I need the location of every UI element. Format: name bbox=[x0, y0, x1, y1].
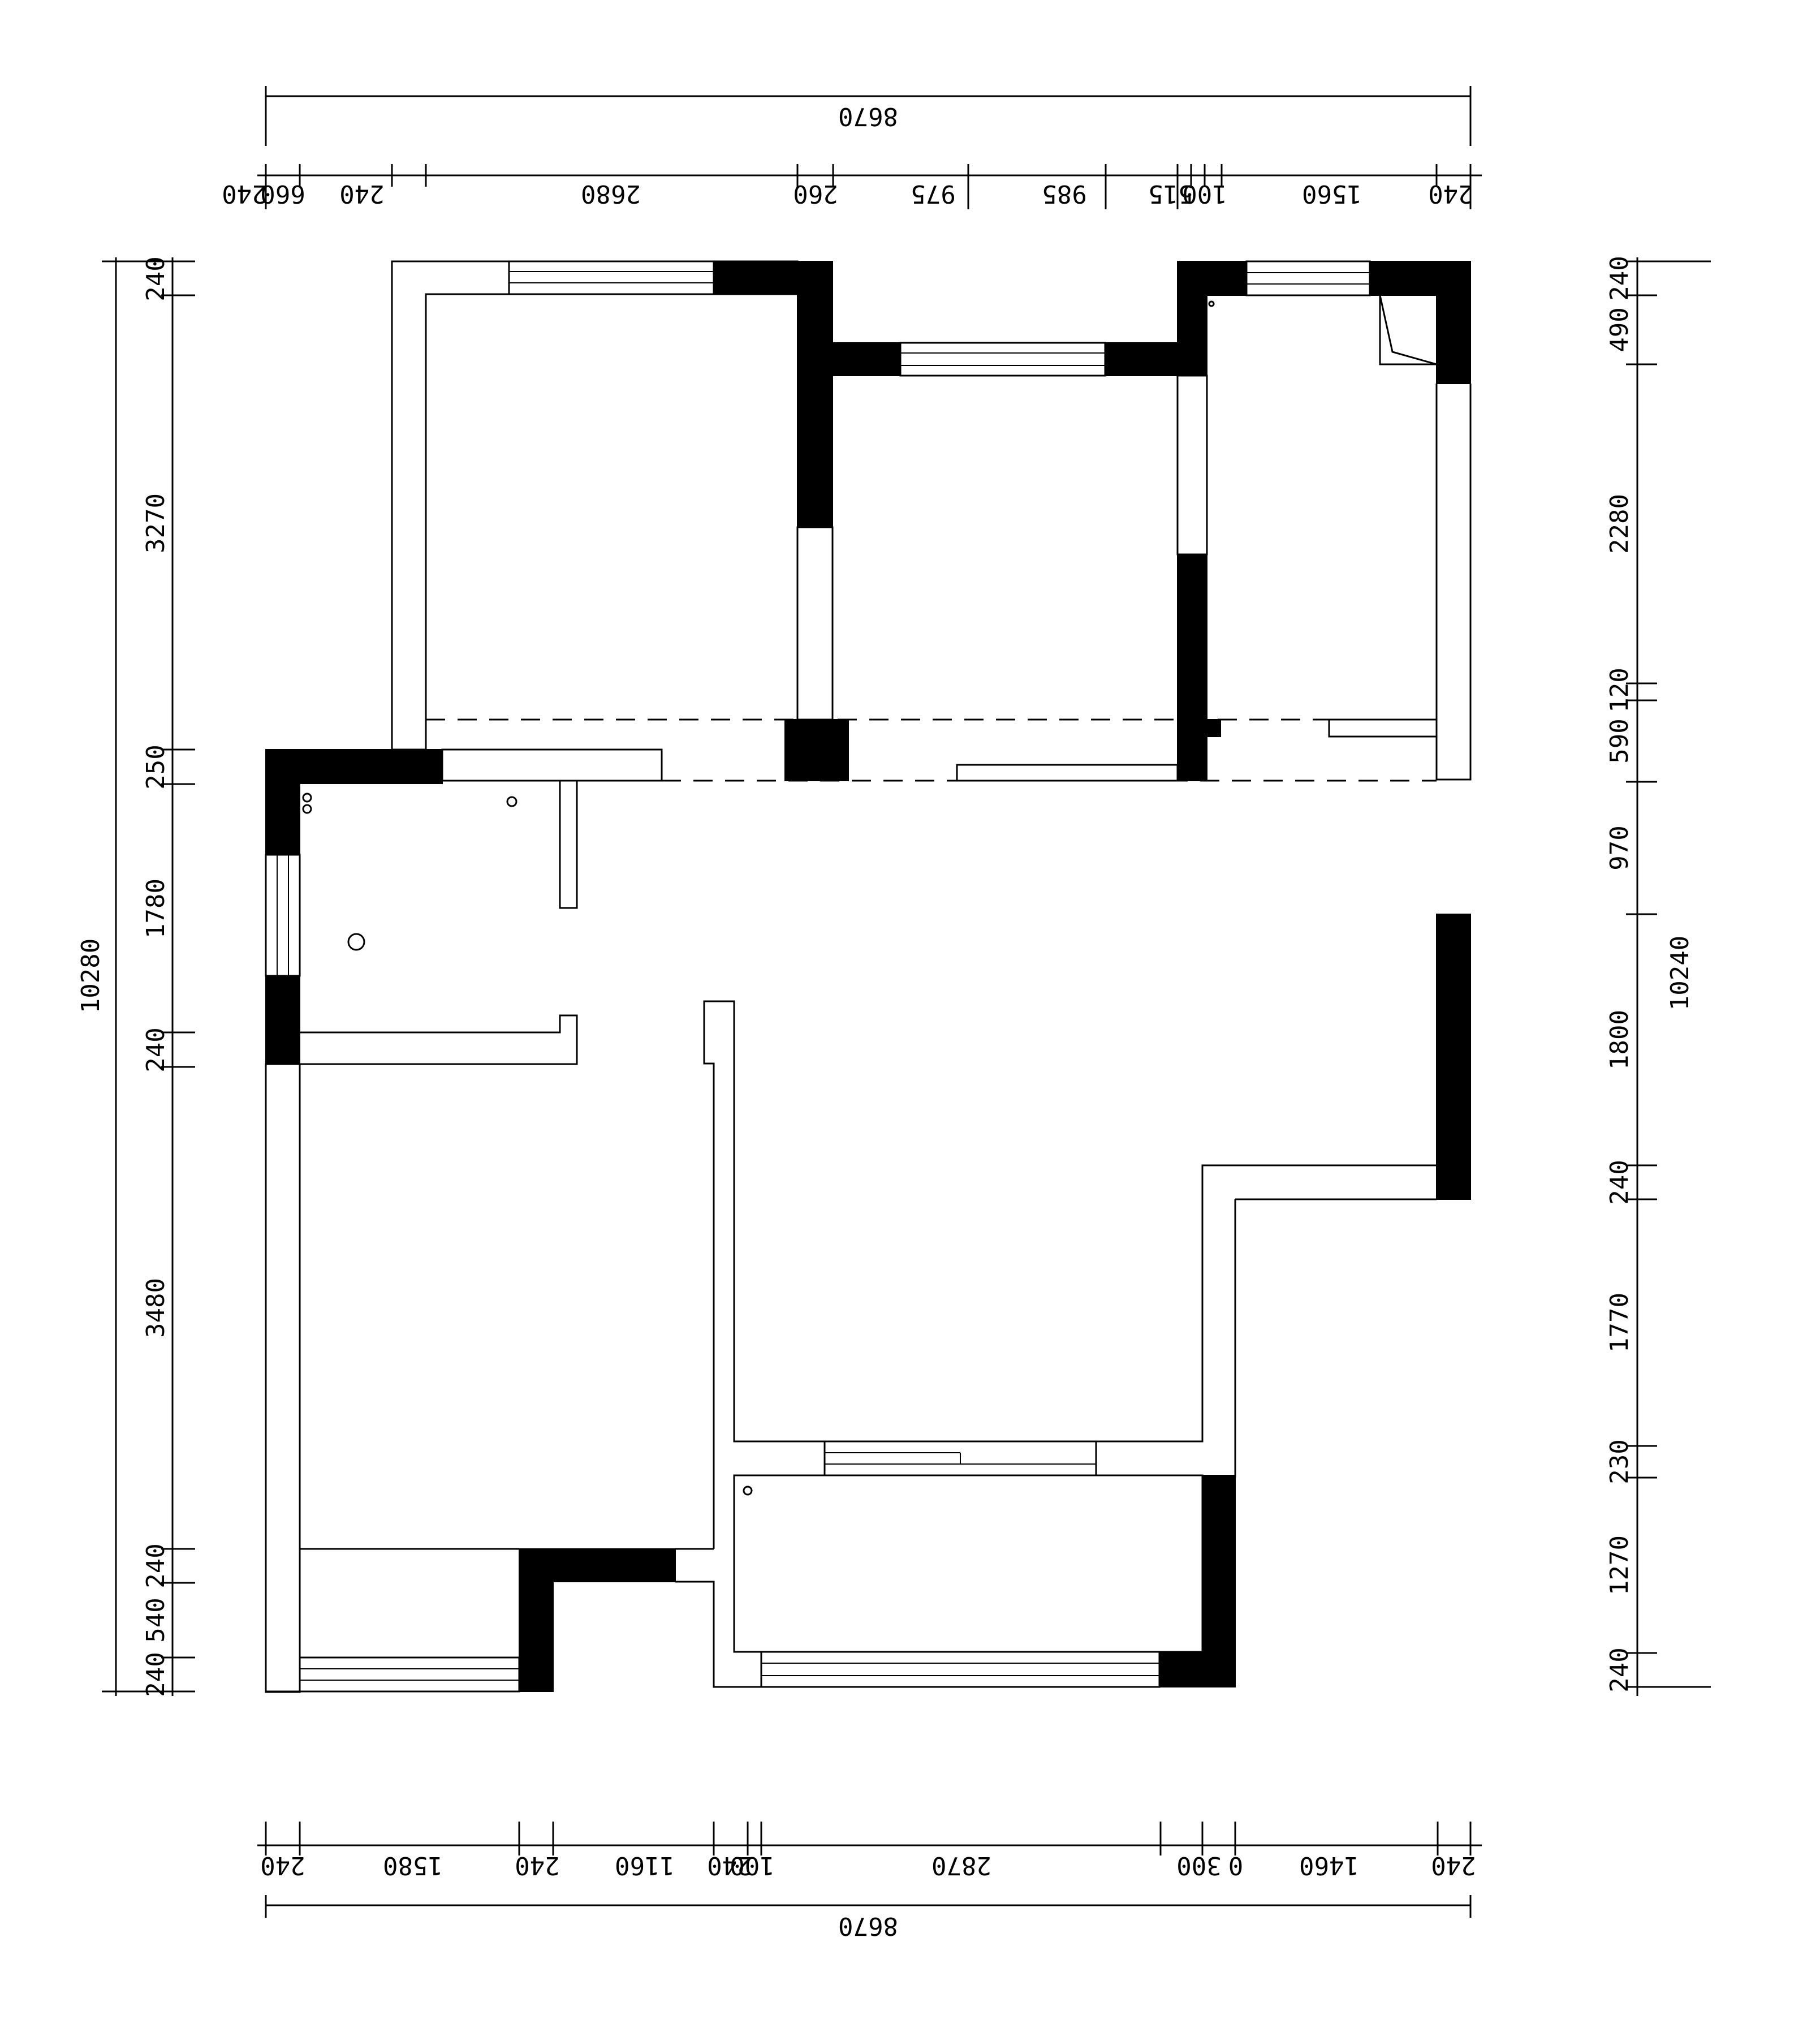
drain-marker bbox=[743, 1486, 753, 1496]
left-dim-3: 250 bbox=[141, 744, 170, 789]
bottom-total-dim: 8670 bbox=[838, 1912, 898, 1940]
right-total-dim: 10240 bbox=[1666, 936, 1694, 1010]
drain-marker bbox=[302, 793, 312, 803]
left-dim-7: 240 bbox=[141, 1543, 170, 1588]
drain-marker bbox=[506, 796, 517, 807]
left-dim-1: 240 bbox=[141, 256, 170, 301]
bottom-dim-9: 240 bbox=[515, 1851, 559, 1880]
left-dim-6: 3480 bbox=[141, 1278, 170, 1338]
left-dim-4: 1780 bbox=[141, 879, 170, 938]
bottom-dim-2: 1460 bbox=[1299, 1851, 1359, 1880]
top-dim-3: 100 bbox=[1182, 179, 1227, 208]
top-dim-1: 240 bbox=[1428, 179, 1473, 208]
top-dim-10: 660 bbox=[260, 179, 305, 208]
bottom-dim-10: 1580 bbox=[383, 1851, 443, 1880]
window-left bbox=[265, 854, 301, 977]
top-dim-11: 240 bbox=[222, 179, 266, 208]
top-dim-6: 975 bbox=[911, 179, 955, 208]
left-dim-5: 240 bbox=[141, 1027, 170, 1072]
top-dimension-chain: 8670 240 1560 100 515 985 975 260 bbox=[222, 86, 1482, 209]
right-dimension-chain: 10240 240 490 2280 120 590 970 1800 240 … bbox=[1605, 256, 1711, 1696]
bottom-dim-3: 0 bbox=[1228, 1851, 1244, 1880]
right-dim-6: 970 bbox=[1605, 825, 1634, 870]
window-bedroom-2 bbox=[899, 342, 1106, 377]
fixtures bbox=[302, 300, 1215, 1496]
drain-marker bbox=[302, 804, 312, 814]
pipe-marker bbox=[347, 933, 365, 951]
bottom-dim-4: 300 bbox=[1176, 1851, 1221, 1880]
right-dim-7: 1800 bbox=[1605, 1010, 1634, 1070]
right-dim-10: 230 bbox=[1605, 1439, 1634, 1484]
left-dim-9: 240 bbox=[141, 1652, 170, 1697]
bottom-dim-7: 240 bbox=[707, 1851, 752, 1880]
right-dim-9: 1770 bbox=[1605, 1293, 1634, 1353]
top-dim-9: 240 bbox=[339, 179, 384, 208]
right-dim-1: 240 bbox=[1605, 256, 1634, 300]
bottom-dim-5: 2870 bbox=[931, 1851, 991, 1880]
left-dim-2: 3270 bbox=[141, 493, 170, 553]
right-dim-3: 2280 bbox=[1605, 494, 1634, 554]
bottom-dim-11: 240 bbox=[260, 1851, 305, 1880]
bottom-dim-6: 100 bbox=[730, 1851, 774, 1880]
left-total-dim: 10280 bbox=[76, 938, 105, 1013]
top-dim-7: 260 bbox=[793, 179, 838, 208]
right-dim-12: 240 bbox=[1605, 1647, 1634, 1692]
walls bbox=[265, 260, 1472, 1693]
window-bottom bbox=[760, 1651, 1161, 1688]
left-dim-8: 540 bbox=[141, 1598, 170, 1642]
top-dim-4: 515 bbox=[1148, 179, 1193, 208]
top-dim-5: 985 bbox=[1042, 179, 1086, 208]
top-dim-2: 1560 bbox=[1302, 179, 1362, 208]
window-bottom-left bbox=[299, 1656, 520, 1693]
window-bedroom-1 bbox=[508, 260, 715, 295]
right-dim-8: 240 bbox=[1605, 1160, 1634, 1204]
top-dim-8: 2680 bbox=[581, 179, 641, 208]
bottom-dim-8: 1160 bbox=[615, 1851, 675, 1880]
right-dim-4: 120 bbox=[1605, 668, 1634, 712]
left-dimension-chain: 10280 240 3270 250 1780 240 3480 240 540… bbox=[76, 256, 195, 1697]
window-bedroom-3 bbox=[1245, 260, 1371, 296]
bottom-dim-1: 240 bbox=[1431, 1851, 1476, 1880]
top-total-dim: 8670 bbox=[838, 102, 898, 131]
right-dim-11: 1270 bbox=[1605, 1535, 1634, 1595]
bottom-dimension-chain: 240 1460 0 300 2870 100 240 1160 240 158… bbox=[257, 1822, 1482, 1940]
right-dim-5: 590 bbox=[1605, 718, 1634, 763]
drain-marker bbox=[1208, 300, 1215, 307]
right-dim-2: 490 bbox=[1605, 307, 1634, 352]
